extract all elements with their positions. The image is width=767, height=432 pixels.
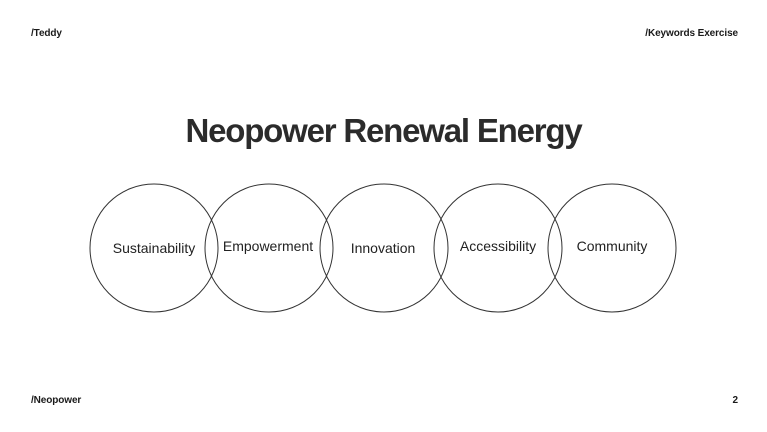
keyword-circle-community	[547, 183, 677, 313]
keyword-label-sustainability: Sustainability	[112, 240, 196, 256]
keyword-circle-innovation	[319, 183, 449, 313]
keyword-label-innovation: Innovation	[350, 240, 416, 256]
keyword-circle-sustainability	[89, 183, 219, 313]
keyword-circle-empowerment	[204, 183, 334, 313]
keyword-label-empowerment: Empowerment	[222, 238, 314, 254]
keyword-label-accessibility: Accessibility	[459, 238, 537, 254]
keyword-label-community: Community	[576, 238, 648, 254]
section-label: /Keywords Exercise	[645, 28, 738, 39]
slide-title: Neopower Renewal Energy	[185, 112, 582, 149]
brand-name: /Neopower	[31, 395, 82, 406]
presenter-name: /Teddy	[31, 28, 62, 39]
page-number: 2	[732, 395, 739, 406]
keyword-circle-accessibility	[433, 183, 563, 313]
